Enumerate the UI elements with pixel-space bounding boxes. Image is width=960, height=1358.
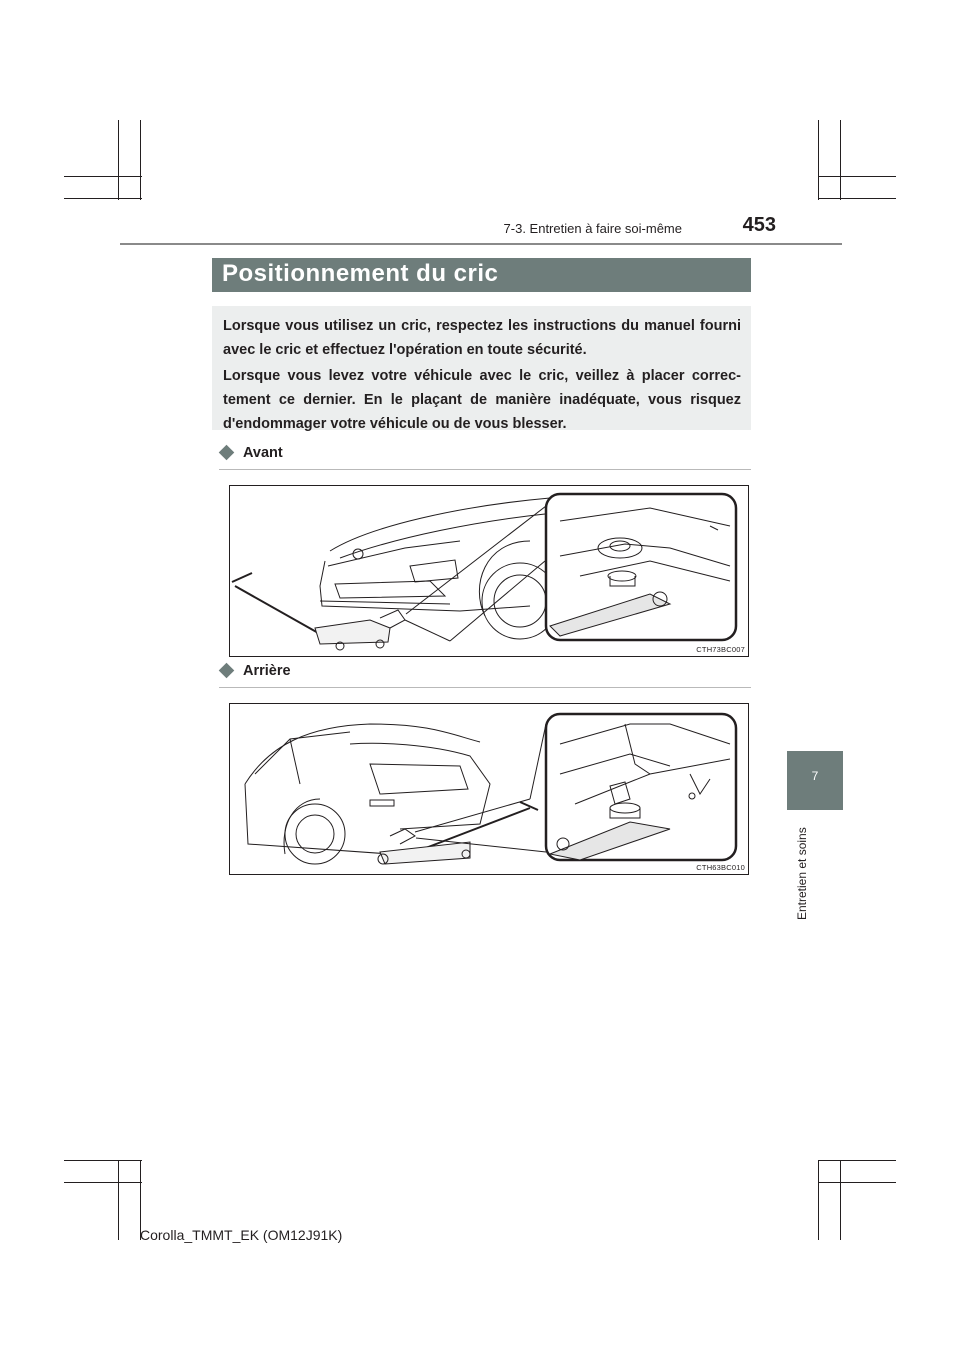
crop-mark bbox=[818, 120, 819, 200]
footer-doc-id: Corolla_TMMT_EK (OM12J91K) bbox=[140, 1227, 343, 1243]
crop-mark bbox=[818, 1160, 819, 1240]
section-label: 7-3. Entretien à faire soi-même bbox=[503, 221, 682, 236]
subheading-front: Avant bbox=[218, 444, 751, 470]
crop-mark bbox=[818, 198, 896, 199]
crop-mark bbox=[64, 198, 142, 199]
crop-mark bbox=[64, 176, 142, 177]
header-rule bbox=[120, 243, 842, 245]
figure-code: CTH63BC010 bbox=[696, 863, 745, 872]
intro-paragraph: Lorsque vous levez votre véhicule avec l… bbox=[223, 368, 741, 432]
subheading-rear: Arrière bbox=[218, 662, 751, 688]
subheading-label: Arrière bbox=[243, 663, 291, 679]
diamond-bullet-icon bbox=[218, 662, 235, 679]
page-title: Positionnement du cric bbox=[222, 260, 499, 287]
figure-front-jack: CTH73BC007 bbox=[229, 485, 749, 657]
crop-mark bbox=[140, 1160, 141, 1240]
crop-mark bbox=[840, 1160, 841, 1240]
crop-mark bbox=[118, 1160, 119, 1240]
crop-mark bbox=[118, 120, 119, 200]
crop-mark bbox=[64, 1182, 142, 1183]
intro-box: Lorsque vous utilisez un cric, respectez… bbox=[212, 306, 751, 432]
title-bar: Positionnement du cric bbox=[212, 258, 751, 292]
crop-mark bbox=[64, 1160, 142, 1161]
crop-mark bbox=[840, 120, 841, 200]
intro-paragraph: Lorsque vous utilisez un cric, respectez… bbox=[223, 318, 741, 358]
crop-mark bbox=[818, 1182, 896, 1183]
chapter-label: Entretien et soins bbox=[795, 827, 809, 920]
front-jack-illustration bbox=[231, 492, 738, 651]
diamond-bullet-icon bbox=[218, 444, 235, 461]
chapter-tab: 7 bbox=[787, 751, 843, 810]
crop-mark bbox=[140, 120, 141, 200]
crop-mark bbox=[818, 176, 896, 177]
subheading-label: Avant bbox=[243, 445, 283, 461]
figure-code: CTH73BC007 bbox=[696, 645, 745, 654]
rear-jack-illustration bbox=[244, 712, 738, 865]
figure-rear-jack: CTH63BC010 bbox=[229, 703, 749, 875]
page-number: 453 bbox=[742, 214, 776, 236]
chapter-number: 7 bbox=[811, 769, 819, 783]
crop-mark bbox=[818, 1160, 896, 1161]
